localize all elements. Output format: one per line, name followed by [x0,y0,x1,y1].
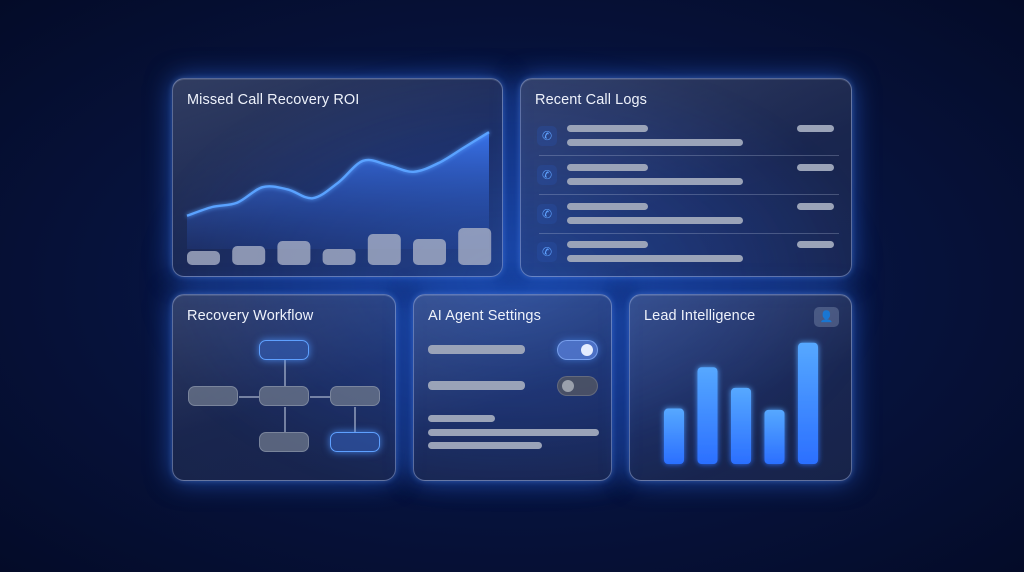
lead-intelligence-card[interactable]: Lead Intelligence 👤 [629,294,852,481]
call-log-name-placeholder [567,125,648,132]
call-log-divider [539,155,839,156]
lead-bar [664,408,684,464]
phone-missed-icon: ✆ [537,165,557,185]
workflow-node[interactable] [259,432,309,452]
setting-text-placeholder [428,442,542,449]
roi-bar [458,228,492,265]
call-log-detail-placeholder [567,217,743,224]
workflow-connector [310,396,330,398]
lead-bar [731,387,751,464]
toggle-knob [581,344,593,356]
call-log-name-placeholder [567,164,648,171]
toggle-knob [562,380,574,392]
call-log-time-placeholder [797,164,834,171]
call-logs-card[interactable]: Recent Call Logs ✆ ✆ ✆ ✆ [520,78,852,277]
phone-missed-icon: ✆ [537,126,557,146]
call-log-name-placeholder [567,241,648,248]
lead-bar [697,367,718,464]
roi-chart [186,131,492,265]
roi-card[interactable]: Missed Call Recovery ROI [172,78,503,277]
workflow-connector [284,407,286,432]
call-log-detail-placeholder [567,178,743,185]
roi-bar [367,234,401,265]
phone-missed-icon: ✆ [537,242,557,262]
roi-bar [322,249,356,265]
workflow-node[interactable] [259,386,309,406]
background-glow [150,60,874,500]
setting-label-placeholder [428,381,525,390]
call-log-time-placeholder [797,203,834,210]
roi-bar [277,241,311,265]
workflow-card-title: Recovery Workflow [187,308,314,324]
roi-bar [187,251,220,265]
setting-toggle-on[interactable] [557,340,598,360]
roi-bar [232,246,266,265]
call-log-row[interactable]: ✆ [533,195,839,233]
agent-settings-card[interactable]: AI Agent Settings [413,294,612,481]
call-log-detail-placeholder [567,255,743,262]
lead-chart [664,342,818,464]
call-logs-card-title: Recent Call Logs [535,92,648,108]
roi-area-fill [187,132,489,249]
setting-toggle-off[interactable] [557,376,598,396]
call-log-detail-placeholder [567,139,743,146]
call-log-time-placeholder [797,241,834,248]
agent-settings-card-title: AI Agent Settings [428,308,541,324]
workflow-card[interactable]: Recovery Workflow [172,294,396,481]
call-log-row[interactable]: ✆ [533,156,839,194]
user-group-icon[interactable]: 👤 [814,307,839,327]
workflow-node-trigger[interactable] [259,340,309,360]
call-log-time-placeholder [797,125,834,132]
roi-card-title: Missed Call Recovery ROI [187,92,360,108]
roi-bar [413,239,446,265]
lead-bar [764,409,785,464]
call-log-divider [539,233,839,234]
workflow-node-output[interactable] [330,432,380,452]
lead-bar [798,342,818,464]
lead-intelligence-card-title: Lead Intelligence [644,308,756,324]
call-log-row[interactable]: ✆ [533,233,839,271]
workflow-node[interactable] [330,386,380,406]
call-log-name-placeholder [567,203,648,210]
workflow-node[interactable] [188,386,238,406]
call-log-row[interactable]: ✆ [533,117,839,155]
setting-text-placeholder [428,429,599,436]
workflow-connector [354,407,356,432]
setting-text-placeholder [428,415,495,422]
workflow-connector [284,360,286,386]
phone-missed-icon: ✆ [537,204,557,224]
workflow-connector [239,396,259,398]
roi-line-series [186,131,490,217]
setting-label-placeholder [428,345,525,354]
call-log-divider [539,194,839,195]
